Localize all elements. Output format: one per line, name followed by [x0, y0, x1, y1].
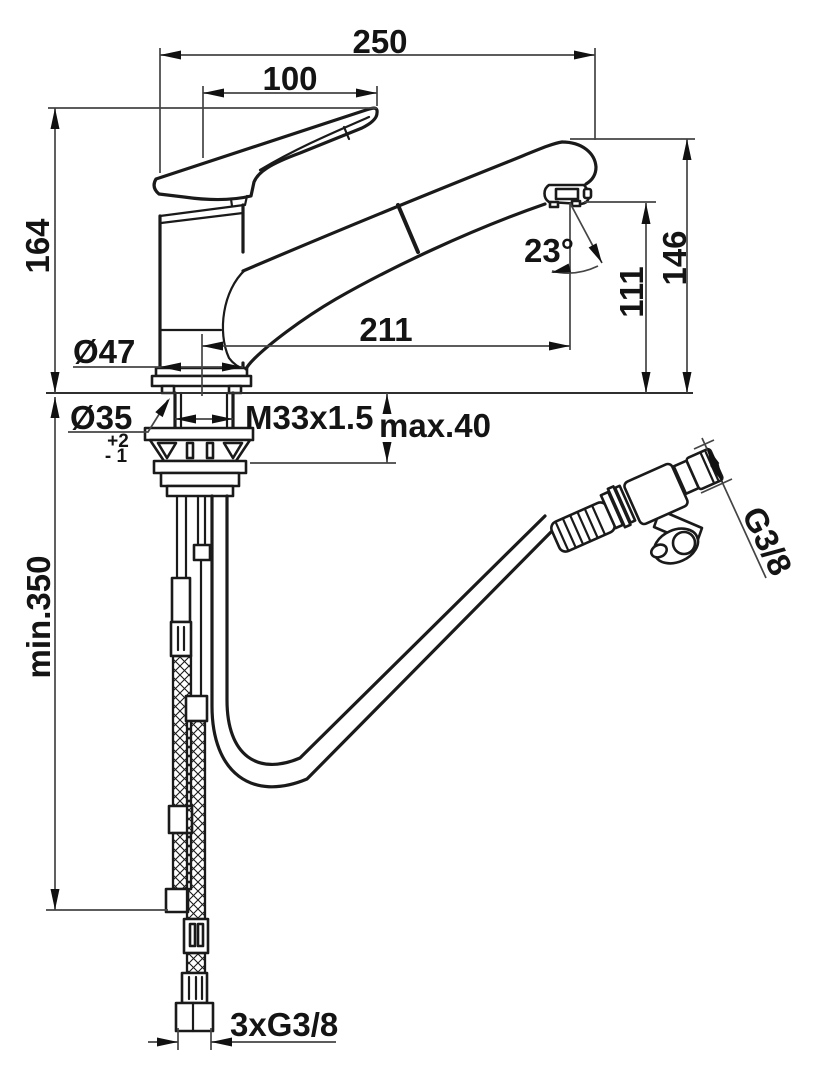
dim-outlet-height: 111	[613, 266, 650, 317]
dim-spray-angle: 23°	[524, 232, 574, 269]
dim-spout-reach: 211	[359, 311, 412, 348]
dim-mounting-hole-diameter: Ø35	[70, 399, 132, 436]
dim-overall-width: 250	[352, 23, 407, 60]
dim-body-diameter: Ø47	[73, 333, 135, 370]
spray-hose-fitting	[550, 447, 724, 565]
spray-outlet	[543, 183, 593, 209]
dim-spray-hose-connection: G3/8	[735, 501, 800, 582]
dim-shank-thread: M33x1.5	[245, 399, 373, 436]
spray-hose	[210, 494, 553, 789]
pullout-spout	[241, 140, 598, 371]
dim-supply-connections: 3xG3/8	[230, 1006, 338, 1043]
mounting-hardware	[143, 391, 255, 498]
dim-spout-height: 146	[656, 230, 693, 285]
dim-max-deck-thickness: max.40	[379, 407, 491, 444]
dimension-lines	[46, 48, 767, 1050]
dimension-arrows	[50, 50, 723, 1047]
dimension-labels: 250 100 164 146 111 23° 211 Ø47 Ø35 +2 -…	[19, 23, 800, 1043]
dim-hole-tolerance-plus: +2	[107, 431, 129, 452]
dim-body-height: 164	[19, 218, 56, 274]
dim-min-hose-length: min.350	[20, 556, 57, 679]
dim-hole-tolerance-minus: - 1	[105, 446, 128, 467]
supply-hoses	[164, 494, 215, 1033]
dim-lever-length: 100	[262, 60, 317, 97]
lever-handle	[152, 106, 379, 208]
